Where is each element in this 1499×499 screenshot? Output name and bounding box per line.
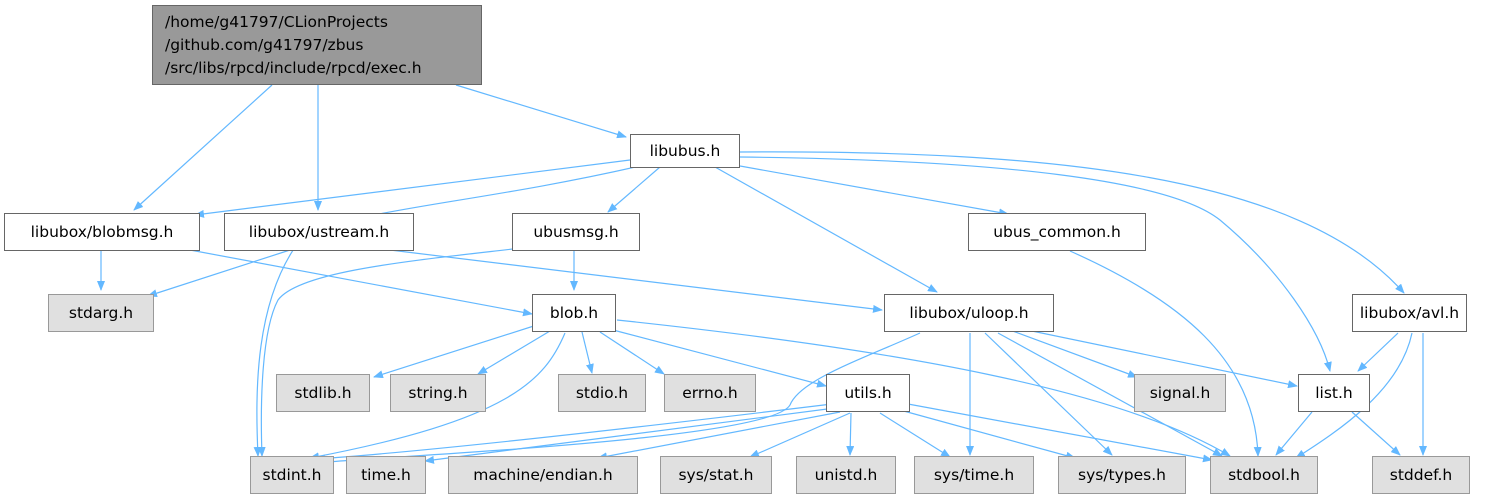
edge-utils-sysstat <box>749 412 851 458</box>
edge-libubus-list <box>739 156 1332 372</box>
edge-utils-endian <box>597 411 841 461</box>
node-stddef-h[interactable]: stddef.h <box>1372 456 1470 494</box>
node-string-h[interactable]: string.h <box>390 374 486 412</box>
edge-utils-systime <box>879 412 951 458</box>
edge-libubus-avl <box>739 151 1405 294</box>
node-signal-h[interactable]: signal.h <box>1134 374 1226 412</box>
edge-libubus-uloop <box>714 166 938 293</box>
edge-ustream-uloop <box>389 249 883 313</box>
node-stdio-h[interactable]: stdio.h <box>558 374 646 412</box>
node-stdarg-h[interactable]: stdarg.h <box>48 294 154 332</box>
edge-libubus-blobmsg <box>194 159 631 218</box>
edge-blob-stdbool <box>616 319 1231 457</box>
node-ustream-h[interactable]: libubox/ustream.h <box>224 213 414 251</box>
node-machine-endian-h[interactable]: machine/endian.h <box>448 456 638 494</box>
edge-blob-utils <box>612 329 827 388</box>
edge-blob-stdlib <box>373 323 541 379</box>
edge-utils-unistd <box>846 412 855 456</box>
edge-utils-stdint <box>315 403 833 463</box>
edge-libubus-ubuscommon <box>739 165 1009 217</box>
node-avl-h[interactable]: libubox/avl.h <box>1352 294 1467 332</box>
node-utils-h[interactable]: utils.h <box>826 374 910 412</box>
node-time-h[interactable]: time.h <box>346 456 426 494</box>
edge-ubusmsg-stdint <box>257 246 531 457</box>
edge-uloop-signal <box>1009 329 1138 378</box>
edge-blob-stdint <box>309 332 566 461</box>
edge-blob-errno <box>599 331 665 375</box>
node-stdbool-h[interactable]: stdbool.h <box>1210 456 1318 494</box>
edge-ustream-stdarg <box>147 249 291 298</box>
node-uloop-h[interactable]: libubox/uloop.h <box>884 294 1054 332</box>
edge-uloop-list <box>1026 329 1298 389</box>
root-path-line-1: /home/g41797/CLionProjects <box>165 12 388 31</box>
edge-libubus-ubusmsg <box>607 166 661 213</box>
edge-utils-stdbool <box>907 403 1213 463</box>
node-stdlib-h[interactable]: stdlib.h <box>276 374 370 412</box>
edge-avl-list <box>1357 332 1399 372</box>
node-libubus-h[interactable]: libubus.h <box>630 134 740 168</box>
edge-utils-systypes <box>899 409 1076 460</box>
edge-blob-string <box>477 327 556 375</box>
node-ubus-common-h[interactable]: ubus_common.h <box>968 213 1146 251</box>
node-errno-h[interactable]: errno.h <box>664 374 756 412</box>
edge-uloop-stdint <box>315 332 921 467</box>
edge-exec-libubus <box>455 84 627 139</box>
node-sys-stat-h[interactable]: sys/stat.h <box>660 456 772 494</box>
root-file-node[interactable]: /home/g41797/CLionProjects /github.com/g… <box>152 5 482 85</box>
edge-uloop-systypes <box>984 332 1113 456</box>
edge-ubuscommon-stdbool <box>1069 250 1262 457</box>
edge-list-stdbool <box>1275 411 1313 456</box>
edge-utils-time <box>424 407 836 464</box>
node-sys-time-h[interactable]: sys/time.h <box>914 456 1034 494</box>
node-sys-types-h[interactable]: sys/types.h <box>1058 456 1186 494</box>
edge-blob-stdio <box>581 331 594 374</box>
node-list-h[interactable]: list.h <box>1298 374 1370 412</box>
node-blob-h[interactable]: blob.h <box>532 294 616 332</box>
edge-blobmsg-blob <box>189 249 533 317</box>
node-unistd-h[interactable]: unistd.h <box>796 456 896 494</box>
node-ubusmsg-h[interactable]: ubusmsg.h <box>512 213 640 251</box>
edge-list-stddef <box>1351 411 1401 456</box>
node-stdint-h[interactable]: stdint.h <box>250 456 334 494</box>
root-path-line-2: /github.com/g41797/zbus <box>165 35 364 54</box>
node-blobmsg-h[interactable]: libubox/blobmsg.h <box>4 213 200 251</box>
edge-uloop-stdbool <box>997 332 1223 457</box>
root-path-line-3: /src/libs/rpcd/include/rpcd/exec.h <box>165 58 422 77</box>
edge-exec-blobmsg <box>133 84 273 211</box>
